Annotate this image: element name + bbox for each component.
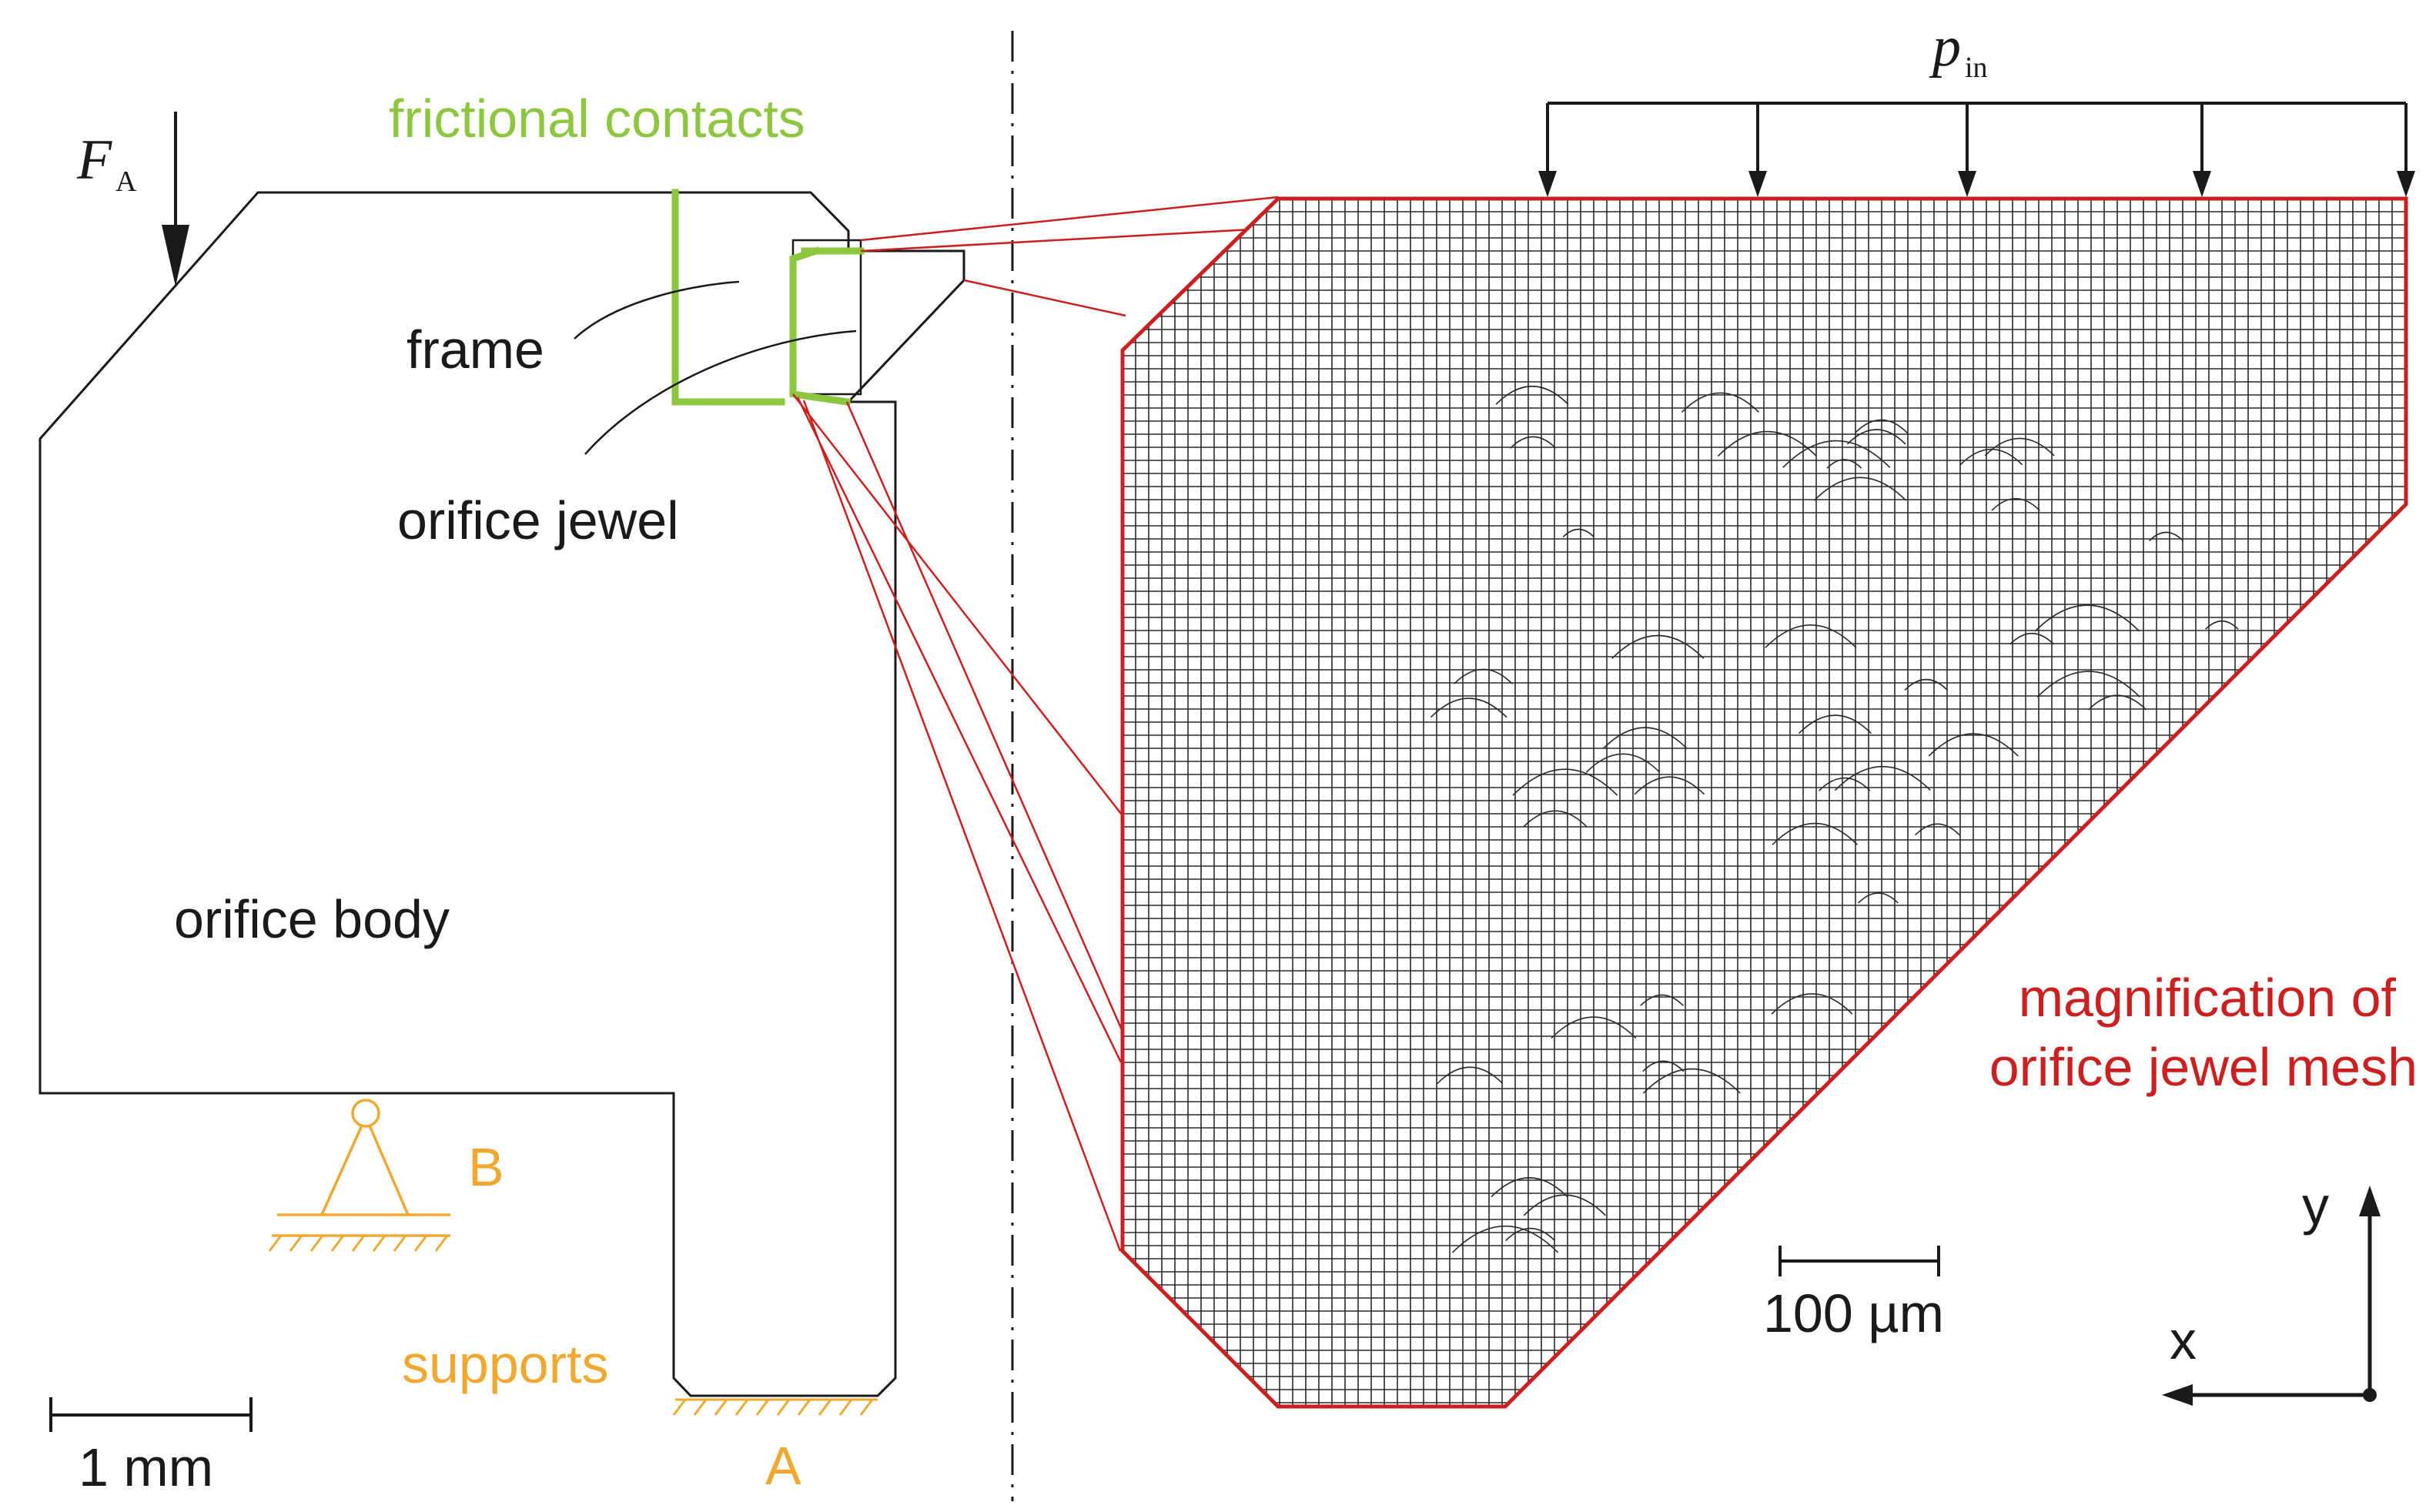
frictional-contacts-label: frictional contacts [389, 89, 805, 149]
pressure-label: p [1929, 15, 1961, 79]
coordinate-axes [2162, 1186, 2381, 1406]
scale-right-label: 100 µm [1763, 1283, 1944, 1343]
support-a-symbol [672, 1398, 878, 1416]
scale-bar-right [1778, 1246, 1940, 1276]
axis-y-label: y [2302, 1176, 2329, 1236]
label-leader-lines [574, 280, 857, 455]
jewel-mesh-grid [1123, 199, 2406, 1407]
force-arrow [162, 112, 189, 286]
pressure-subscript: in [1965, 52, 1988, 84]
magnification-connector-lines [792, 196, 1280, 1252]
axis-x-label: x [2170, 1310, 2197, 1370]
orifice-jewel-outline [791, 239, 862, 396]
magnification-label-line2: orifice jewel mesh [1989, 1037, 2418, 1097]
orifice-body-label: orifice body [174, 889, 450, 949]
force-subscript: A [115, 166, 137, 198]
magnification-outline [1120, 196, 2408, 1409]
frictional-contacts-lines [671, 189, 865, 406]
scale-bar-left [49, 1397, 253, 1432]
frame-label: frame [407, 319, 544, 380]
support-b-label: B [468, 1137, 504, 1197]
scale-left-label: 1 mm [79, 1437, 213, 1497]
magnification-label-line1: magnification of [2019, 968, 2397, 1028]
support-b-symbol [268, 1099, 450, 1252]
supports-label: supports [402, 1334, 608, 1394]
pressure-load-arrows [1538, 102, 2415, 197]
force-label: F [76, 129, 112, 192]
support-a-label: A [765, 1436, 801, 1496]
orifice-jewel-label: orifice jewel [397, 490, 679, 550]
